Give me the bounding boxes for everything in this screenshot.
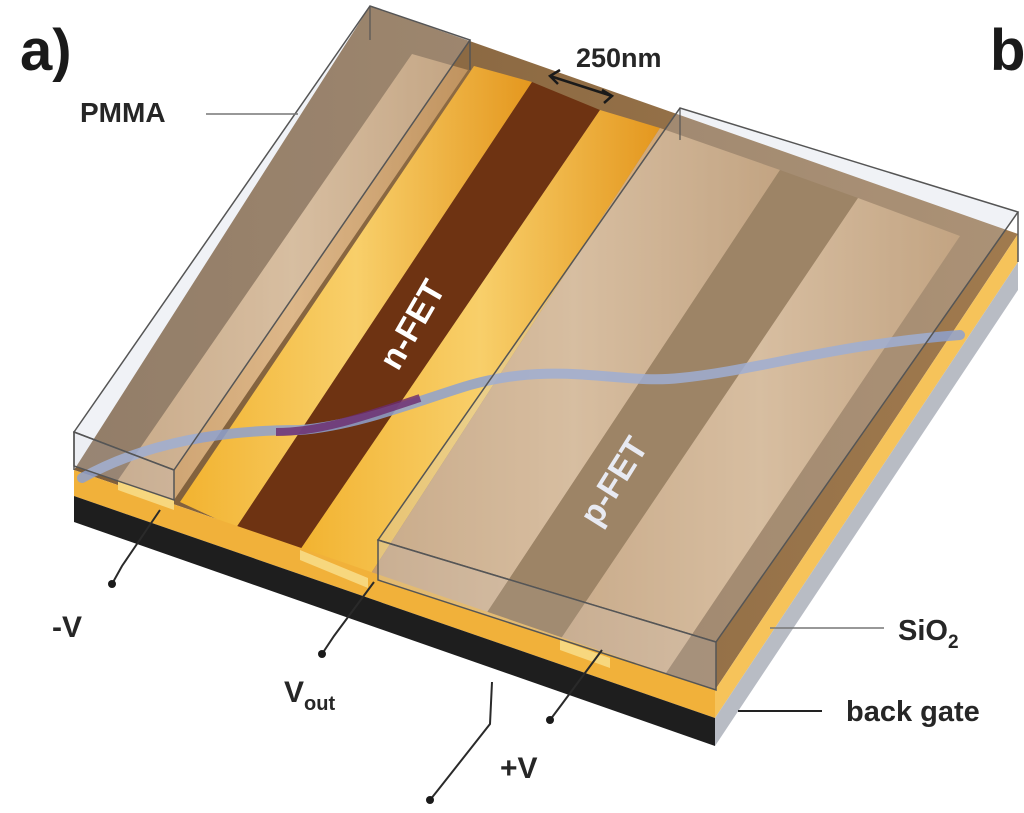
electrode-front-edge-2 — [300, 550, 368, 588]
electrode-n-fet-left — [180, 66, 532, 528]
sio2-layer-side — [715, 234, 1018, 718]
vout-label: Vout — [284, 676, 335, 715]
scale-arrow — [547, 68, 615, 104]
electrode-left-minus-v — [118, 54, 468, 500]
sio2-label: SiO2 — [898, 615, 959, 653]
panel-b-label: b — [990, 18, 1024, 83]
wire-vout — [318, 581, 375, 658]
plus-v-label: +V — [500, 752, 538, 785]
electrode-front-edge-1 — [118, 480, 174, 510]
scale-label: 250nm — [576, 43, 662, 73]
pmma-label: PMMA — [80, 97, 166, 128]
panel-a-label: a) — [20, 18, 72, 83]
pmma-box-right — [376, 107, 1020, 692]
electrode-vout — [300, 110, 660, 578]
channel-n-fet — [236, 82, 600, 550]
back-gate-layer-front — [74, 496, 715, 746]
back-gate-label: back gate — [846, 696, 980, 728]
electrode-plus-v — [560, 198, 960, 676]
pmma-box-left — [72, 5, 472, 502]
back-gate-layer-side — [715, 262, 1018, 746]
minus-v-label: -V — [52, 611, 82, 644]
carbon-nanotube — [77, 330, 965, 483]
sio2-layer-front — [74, 470, 715, 718]
electrode-front-edge-3 — [560, 640, 610, 668]
wire-minus-v — [108, 509, 161, 588]
nanotube-on-channel — [275, 394, 422, 436]
channel-p-fet — [486, 170, 858, 640]
wire-plus-v — [546, 649, 603, 724]
wire-back-gate — [426, 681, 493, 804]
